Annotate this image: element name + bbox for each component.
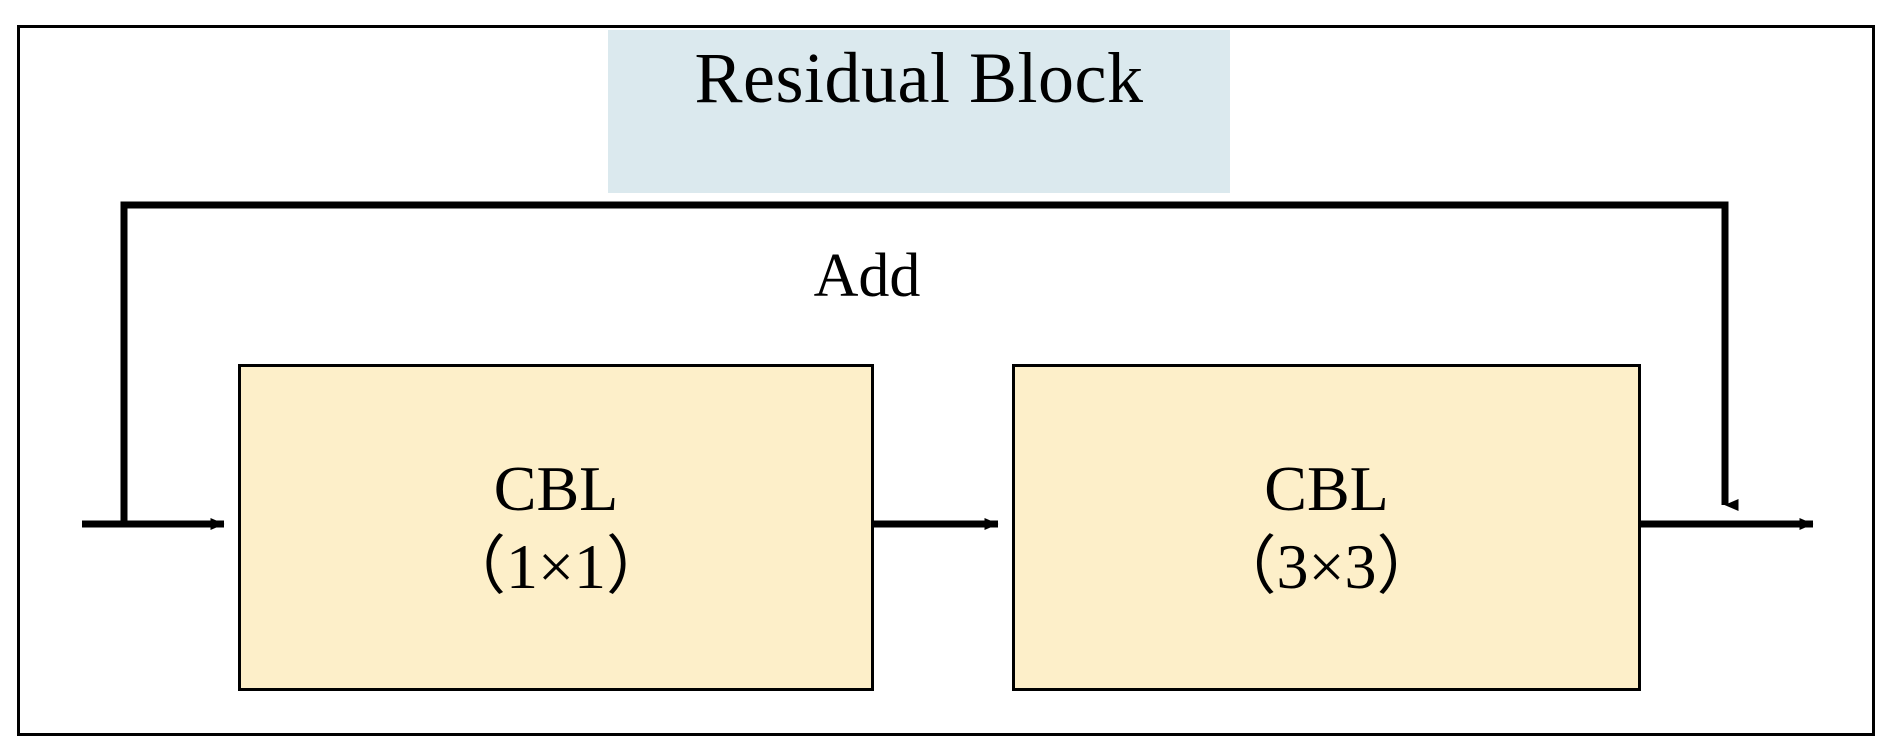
cbl-block-2-name: CBL [1264,452,1389,524]
cbl-block-2-kernel: （3×3） [1212,530,1441,602]
cbl-block-2[interactable]: CBL （3×3） [1012,364,1641,691]
title-banner: Residual Block [608,30,1230,193]
page-title: Residual Block [694,38,1144,118]
cbl-block-1[interactable]: CBL （1×1） [238,364,874,691]
add-label: Add [813,242,921,310]
cbl-block-1-kernel: （1×1） [441,530,671,602]
figure-border [17,25,1875,736]
cbl-block-1-name: CBL [493,452,619,524]
